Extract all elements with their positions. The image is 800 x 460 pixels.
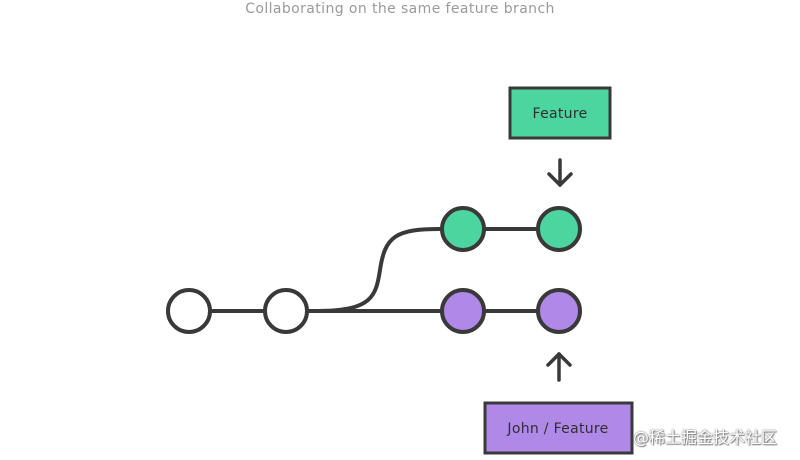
feature-branch-label: Feature xyxy=(508,86,612,140)
site-watermark: @稀土掘金技术社区 xyxy=(633,428,778,447)
feature-branch-label-text: Feature xyxy=(532,106,587,122)
diagram-caption: Collaborating on the same feature branch xyxy=(245,1,555,17)
john-feature-commit-1 xyxy=(440,288,486,334)
feature-arrow-down-icon xyxy=(547,158,573,187)
john-feature-branch-label: John / Feature xyxy=(483,401,634,455)
feature-branch-curve xyxy=(317,227,559,313)
feature-commit-1 xyxy=(440,206,486,252)
base-commit-1 xyxy=(166,288,212,334)
base-commit-2 xyxy=(263,288,309,334)
john-feature-arrow-up-icon xyxy=(546,352,572,382)
john-feature-commit-2 xyxy=(536,288,582,334)
feature-commit-2 xyxy=(536,206,582,252)
john-feature-branch-label-text: John / Feature xyxy=(506,421,608,437)
